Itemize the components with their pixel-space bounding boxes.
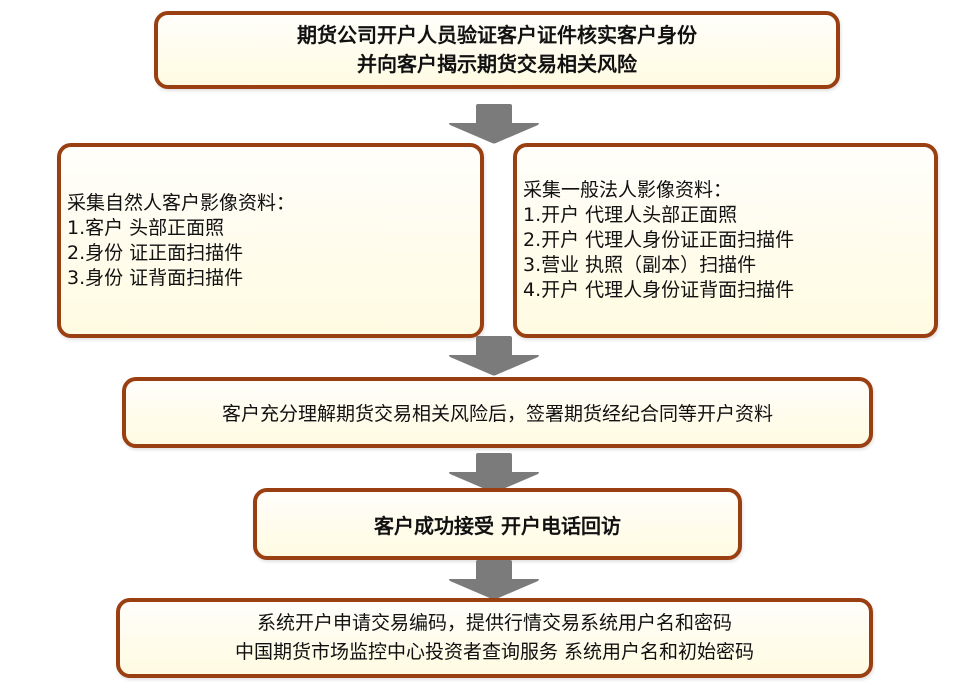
down-arrow-icon — [448, 453, 540, 493]
step-callback-text: 客户成功接受 开户电话回访 — [374, 513, 621, 538]
step-system-line-1: 系统开户申请交易编码，提供行情交易系统用户名和密码 — [256, 612, 732, 634]
legal-person-item-3: 3.营业 执照（副本）扫描件 — [523, 254, 757, 276]
natural-person-item-3: 3.身份 证背面扫描件 — [67, 266, 244, 289]
down-arrow-icon — [448, 336, 540, 376]
step-system-account-box: 系统开户申请交易编码，提供行情交易系统用户名和密码 中国期货市场监控中心投资者查… — [116, 598, 873, 678]
step-natural-person-box: 采集自然人客户影像资料： 1.客户 头部正面照 2.身份 证正面扫描件 3.身份… — [57, 143, 484, 338]
step-phone-callback-box: 客户成功接受 开户电话回访 — [253, 488, 742, 560]
step-sign-contract-box: 客户充分理解期货交易相关风险后，签署期货经纪合同等开户资料 — [122, 377, 873, 448]
legal-person-item-4: 4.开户 代理人身份证背面扫描件 — [523, 279, 795, 301]
down-arrow-icon — [448, 560, 540, 600]
step-system-line-2: 中国期货市场监控中心投资者查询服务 系统用户名和初始密码 — [234, 641, 755, 663]
step-sign-text: 客户充分理解期货交易相关风险后，签署期货经纪合同等开户资料 — [221, 403, 773, 425]
down-arrow-icon — [448, 104, 540, 144]
step-verify-line-1: 期货公司开户人员验证客户证件核实客户身份 — [297, 23, 697, 47]
legal-person-item-2: 2.开户 代理人身份证正面扫描件 — [523, 229, 795, 251]
legal-person-title: 采集一般法人影像资料： — [523, 179, 733, 201]
natural-person-item-2: 2.身份 证正面扫描件 — [67, 241, 244, 264]
step-verify-line-2: 并向客户揭示期货交易相关风险 — [357, 52, 637, 76]
natural-person-title: 采集自然人客户影像资料： — [67, 191, 296, 214]
step-legal-person-box: 采集一般法人影像资料： 1.开户 代理人头部正面照 2.开户 代理人身份证正面扫… — [513, 143, 938, 338]
natural-person-item-1: 1.客户 头部正面照 — [67, 216, 225, 239]
legal-person-item-1: 1.开户 代理人头部正面照 — [523, 204, 738, 226]
step-verify-identity-box: 期货公司开户人员验证客户证件核实客户身份 并向客户揭示期货交易相关风险 — [154, 11, 840, 89]
